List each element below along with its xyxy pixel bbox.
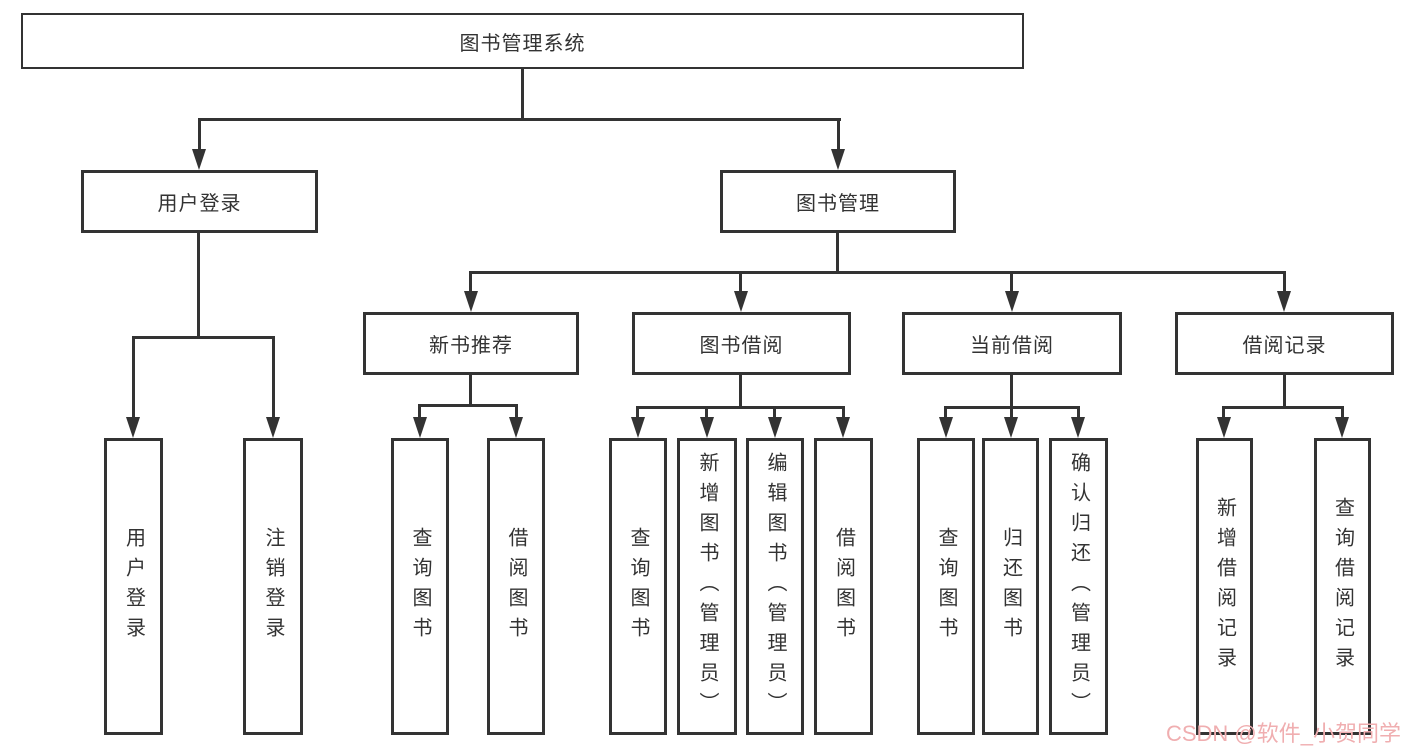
node-user-login-label: 用户登录 xyxy=(157,193,242,215)
connector-mgmt-hbar xyxy=(469,271,1286,274)
connector-records-stem xyxy=(1283,375,1286,409)
connector-current-arm-1 xyxy=(944,406,947,419)
leaf-current-confirm-return-admin: 确认归还（管理员） xyxy=(1049,438,1108,735)
arrowhead xyxy=(831,149,845,170)
node-book-borrowing: 图书借阅 xyxy=(632,312,851,375)
leaf-records-add-record-label: 新增借阅记录 xyxy=(1213,496,1236,677)
node-new-book-recommendation-label: 新书推荐 xyxy=(429,335,513,357)
leaf-recommend-query-book: 查询图书 xyxy=(391,438,449,735)
connector-recommend-hbar xyxy=(418,404,518,407)
connector-records-hbar xyxy=(1222,406,1344,409)
connector-records-arm-2 xyxy=(1341,406,1344,419)
leaf-borrow-edit-book-admin-label: 编辑图书（管理员） xyxy=(764,451,786,722)
arrowhead xyxy=(700,417,714,438)
arrowhead xyxy=(1217,417,1231,438)
leaf-records-add-record: 新增借阅记录 xyxy=(1196,438,1253,735)
connector-records-arm-1 xyxy=(1222,406,1225,419)
connector-current-arm-3 xyxy=(1077,406,1080,419)
arrowhead xyxy=(192,149,206,170)
connector-current-stem xyxy=(1010,375,1013,409)
node-book-management-label: 图书管理 xyxy=(796,193,880,215)
arrowhead xyxy=(1071,417,1085,438)
arrowhead xyxy=(1004,417,1018,438)
connector-root-hbar xyxy=(198,118,841,121)
connector-mgmt-arm-2 xyxy=(739,271,742,293)
leaf-current-return-book-label: 归还图书 xyxy=(999,526,1022,647)
arrowhead xyxy=(464,291,478,312)
leaf-borrow-edit-book-admin: 编辑图书（管理员） xyxy=(746,438,804,735)
leaf-recommend-borrow-book-label: 借阅图书 xyxy=(505,526,527,647)
leaf-logout: 注销登录 xyxy=(243,438,303,735)
connector-root-stem xyxy=(521,69,524,121)
arrowhead xyxy=(631,417,645,438)
connector-mgmt-arm-1 xyxy=(469,271,472,293)
connector-mgmt-stem xyxy=(836,233,839,274)
leaf-records-query-record: 查询借阅记录 xyxy=(1314,438,1371,735)
leaf-current-return-book: 归还图书 xyxy=(982,438,1039,735)
node-library-system-label: 图书管理系统 xyxy=(459,32,586,55)
connector-recommend-stem xyxy=(469,375,472,407)
connector-recommend-arm-1 xyxy=(418,404,421,419)
connector-borrow-arm-3 xyxy=(773,406,776,419)
connector-login-hbar xyxy=(132,336,275,339)
leaf-recommend-query-book-label: 查询图书 xyxy=(409,526,431,647)
node-book-borrowing-label: 图书借阅 xyxy=(699,335,784,357)
node-new-book-recommendation: 新书推荐 xyxy=(363,312,579,375)
connector-login-arm-2 xyxy=(272,336,275,420)
node-user-login: 用户登录 xyxy=(81,170,318,233)
arrowhead xyxy=(126,417,140,438)
watermark: CSDN @软件_小贺同学 xyxy=(1165,721,1401,746)
connector-borrow-arm-1 xyxy=(636,406,639,419)
leaf-current-confirm-return-admin-label: 确认归还（管理员） xyxy=(1067,451,1090,722)
leaf-borrow-borrow-book-label: 借阅图书 xyxy=(832,526,855,647)
node-borrowing-records-label: 借阅记录 xyxy=(1242,335,1327,357)
connector-borrow-arm-4 xyxy=(842,406,845,419)
arrowhead xyxy=(266,417,280,438)
arrowhead xyxy=(413,417,427,438)
leaf-borrow-add-book-admin-label: 新增图书（管理员） xyxy=(696,451,718,722)
leaf-logout-label: 注销登录 xyxy=(262,526,284,647)
node-borrowing-records: 借阅记录 xyxy=(1175,312,1394,375)
arrowhead xyxy=(768,417,782,438)
connector-login-arm-1 xyxy=(132,336,135,420)
connector-borrow-hbar xyxy=(636,406,845,409)
leaf-records-query-record-label: 查询借阅记录 xyxy=(1331,496,1354,677)
leaf-user-login: 用户登录 xyxy=(104,438,163,735)
connector-mgmt-arm-4 xyxy=(1283,271,1286,293)
arrowhead xyxy=(836,417,850,438)
node-book-management: 图书管理 xyxy=(720,170,956,233)
connector-current-arm-2 xyxy=(1010,406,1013,419)
connector-login-stem xyxy=(197,233,200,339)
connector-recommend-arm-2 xyxy=(515,404,518,419)
arrowhead xyxy=(939,417,953,438)
node-library-system: 图书管理系统 xyxy=(21,13,1024,69)
leaf-recommend-borrow-book: 借阅图书 xyxy=(487,438,545,735)
connector-root-arm-left xyxy=(198,118,201,151)
leaf-user-login-label: 用户登录 xyxy=(122,526,145,647)
node-current-borrowing-label: 当前借阅 xyxy=(970,335,1054,357)
connector-borrow-arm-2 xyxy=(705,406,708,419)
leaf-current-query-book: 查询图书 xyxy=(917,438,975,735)
leaf-borrow-add-book-admin: 新增图书（管理员） xyxy=(677,438,737,735)
leaf-current-query-book-label: 查询图书 xyxy=(935,526,957,647)
connector-root-arm-right xyxy=(837,118,840,151)
connector-borrow-stem xyxy=(739,375,742,409)
arrowhead xyxy=(734,291,748,312)
arrowhead xyxy=(1335,417,1349,438)
arrowhead xyxy=(1277,291,1291,312)
leaf-borrow-query-book-label: 查询图书 xyxy=(627,526,649,647)
node-current-borrowing: 当前借阅 xyxy=(902,312,1122,375)
arrowhead xyxy=(509,417,523,438)
leaf-borrow-query-book: 查询图书 xyxy=(609,438,667,735)
arrowhead xyxy=(1005,291,1019,312)
connector-mgmt-arm-3 xyxy=(1010,271,1013,293)
leaf-borrow-borrow-book: 借阅图书 xyxy=(814,438,873,735)
